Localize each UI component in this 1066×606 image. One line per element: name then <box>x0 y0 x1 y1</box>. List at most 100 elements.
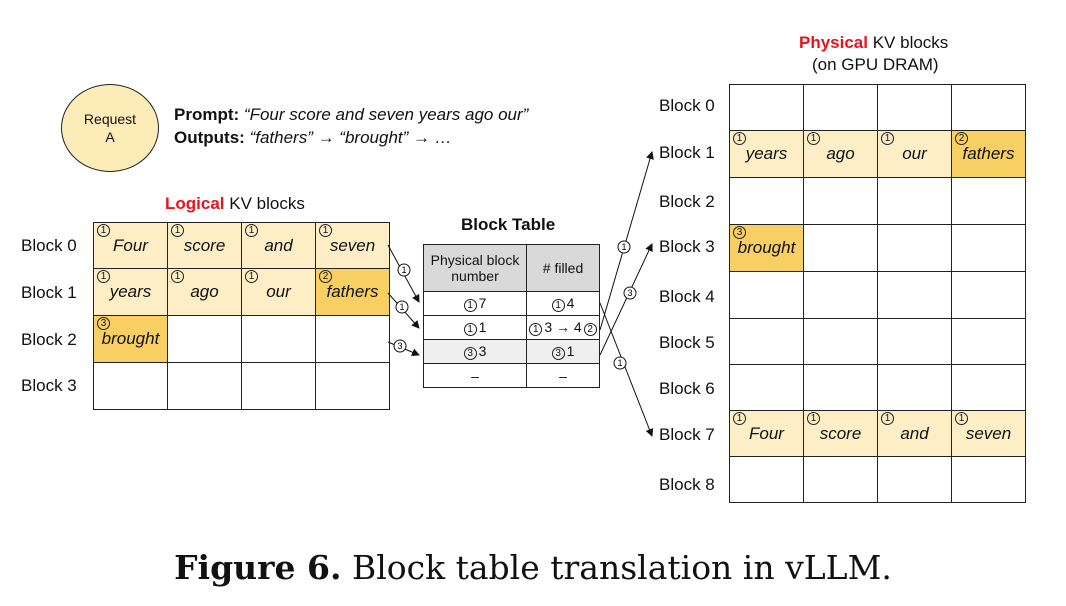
block-table-row: –– <box>423 363 600 388</box>
svg-text:3: 3 <box>397 341 402 351</box>
block-row-label: Block 1 <box>659 143 715 162</box>
figure-caption: Figure 6. Block table translation in vLL… <box>0 548 1066 587</box>
token-count-marker: 1 <box>733 412 746 425</box>
token-count-marker: 2 <box>319 270 332 283</box>
token-text: years <box>109 282 152 301</box>
block-row-label: Block 4 <box>659 287 715 306</box>
svg-text:1: 1 <box>617 358 622 368</box>
arrow-label-3: 1 <box>617 240 631 254</box>
kv-block-row <box>93 362 390 410</box>
caption-label: Figure 6. <box>174 548 342 587</box>
kv-cell <box>241 362 316 410</box>
token-count-marker: 1 <box>319 224 332 237</box>
arrow-label-5: 1 <box>613 356 627 370</box>
token-count-marker: 3 <box>463 347 477 360</box>
kv-cell <box>877 271 952 319</box>
kv-cell <box>951 456 1026 503</box>
token-count-marker: 2 <box>583 323 597 336</box>
token-count-marker: 1 <box>171 270 184 283</box>
token-count-marker: 1 <box>733 132 746 145</box>
block-row-label: Block 2 <box>659 192 715 211</box>
kv-block-row <box>729 456 1026 503</box>
block-row-label: Block 6 <box>659 379 715 398</box>
prompt-text: “Four score and seven years ago our” <box>243 105 529 124</box>
block-table-title: Block Table <box>461 215 556 234</box>
block-row-label: Block 8 <box>659 475 715 494</box>
bt-filled-value: 1 <box>566 343 575 359</box>
token-count-marker: 1 <box>463 299 477 312</box>
arrow-label-1: 1 <box>395 300 409 314</box>
kv-cell <box>729 271 804 319</box>
bt-header-physical: Physical block number <box>423 244 527 292</box>
token-text: Four <box>113 235 148 255</box>
arrow-label-2: 3 <box>393 339 407 353</box>
bt-physical-value: 3 <box>478 343 487 359</box>
bt-filled-value: – <box>559 367 567 384</box>
physical-title-red: Physical <box>799 33 868 52</box>
block-row-label: Block 7 <box>659 425 715 444</box>
token-count-marker: 1 <box>171 224 184 237</box>
token-text: score <box>819 423 862 443</box>
arrow-bt2-to-phys3 <box>599 243 653 356</box>
kv-cell <box>167 362 242 410</box>
request-a-node: Request A <box>61 84 159 172</box>
svg-text:1: 1 <box>621 242 626 252</box>
token-text: our <box>902 144 927 163</box>
outputs-text: “fathers” → “brought” → … <box>249 128 452 147</box>
token-count-marker: 1 <box>807 412 820 425</box>
bt-physical-cell: – <box>423 363 527 388</box>
bt-filled-value: 4 <box>566 295 575 311</box>
svg-text:1: 1 <box>399 302 404 312</box>
logical-title-red: Logical <box>165 194 225 213</box>
bt-physical-value: 7 <box>478 295 487 311</box>
bt-physical-value: – <box>471 367 479 384</box>
bt-header-filled: # filled <box>526 244 600 292</box>
token-text: brought <box>101 329 160 348</box>
token-count-marker: 3 <box>97 317 110 330</box>
token-count-marker: 1 <box>463 323 477 336</box>
token-text: fathers <box>326 282 379 301</box>
request-line1: Request <box>83 111 137 127</box>
token-count-marker: 2 <box>955 132 968 145</box>
token-text: Four <box>749 423 784 443</box>
token-text: fathers <box>962 144 1015 163</box>
arrow-bt0-to-phys7 <box>599 302 654 437</box>
kv-cell <box>803 456 878 503</box>
kv-cell <box>241 315 316 363</box>
token-text: seven <box>965 423 1012 443</box>
block-row-label: Block 5 <box>659 333 715 352</box>
token-text: and <box>264 235 293 255</box>
bt-filled-value: 3 → 4 <box>544 319 582 335</box>
prompt-label: Prompt: <box>174 105 240 124</box>
kv-block-row <box>729 271 1026 319</box>
arrow-label-0: 1 <box>397 263 411 277</box>
token-count-marker: 1 <box>97 270 110 283</box>
token-count-marker: 3 <box>551 347 565 360</box>
block-row-label: Block 1 <box>21 283 77 302</box>
kv-cell <box>315 315 390 363</box>
kv-cell <box>951 224 1026 272</box>
